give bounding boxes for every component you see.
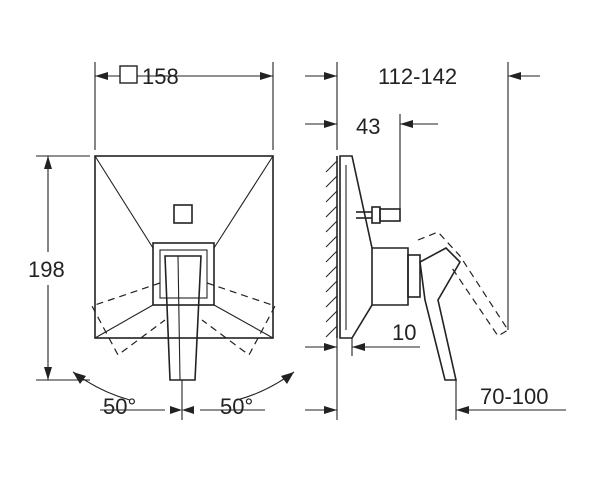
stop-depth-label: 43	[356, 114, 380, 139]
depth-arrow-right	[508, 72, 521, 80]
plate-size-label: 158	[142, 64, 179, 89]
wall-range-arrow-left	[324, 406, 337, 414]
angle-right-label: 50°	[220, 394, 253, 419]
lever-side-dashed	[417, 231, 509, 337]
plate-diagonal-bl	[94, 304, 154, 339]
lever-position-right-dashed	[201, 282, 276, 356]
lever-hub	[152, 242, 215, 306]
front-plate-outline	[94, 155, 274, 339]
width-arrow-left	[95, 72, 108, 80]
angle-left-label: 50°	[103, 394, 136, 419]
projection-label: 10	[392, 320, 416, 345]
stop-arrow-right	[400, 120, 413, 128]
angle-center-arrow-l	[170, 406, 182, 414]
stop-knob-side	[371, 206, 381, 224]
angle-arrow-right	[281, 372, 294, 384]
width-arrow-right	[260, 72, 273, 80]
center-stop-knob	[173, 204, 193, 224]
proj-arrow-right	[352, 343, 365, 351]
lever-side	[419, 247, 462, 381]
mixer-body	[372, 247, 409, 306]
front-view: 50° 50° 158 198	[28, 62, 295, 420]
lever-handle-edge	[177, 255, 181, 381]
stop-arrow-left	[324, 120, 337, 128]
lever-position-left-dashed	[91, 282, 166, 356]
height-label: 198	[28, 257, 65, 282]
lever-handle	[164, 255, 202, 381]
plate-diagonal-tl	[94, 155, 154, 249]
wall-range-arrow-right	[456, 406, 469, 414]
angle-center-arrow-r	[182, 406, 194, 414]
mixer-collar	[407, 254, 421, 298]
side-view: 112-142 43 10 70-100	[305, 62, 566, 420]
wall-range-label: 70-100	[480, 384, 549, 409]
depth-range-label: 112-142	[378, 64, 457, 89]
depth-arrow-left	[324, 72, 337, 80]
plate-side-profile	[339, 155, 373, 339]
angle-arrow-left	[73, 372, 86, 384]
wall-hatching	[325, 160, 338, 338]
height-arrow-bottom	[44, 367, 52, 380]
lever-hub-inner	[159, 249, 208, 299]
proj-arrow-left	[324, 343, 337, 351]
square-symbol-icon	[119, 65, 138, 84]
plate-diagonal-tr	[213, 155, 274, 249]
stop-knob-side-2	[379, 208, 401, 222]
plate-diagonal-br	[213, 304, 274, 339]
height-arrow-top	[44, 156, 52, 169]
